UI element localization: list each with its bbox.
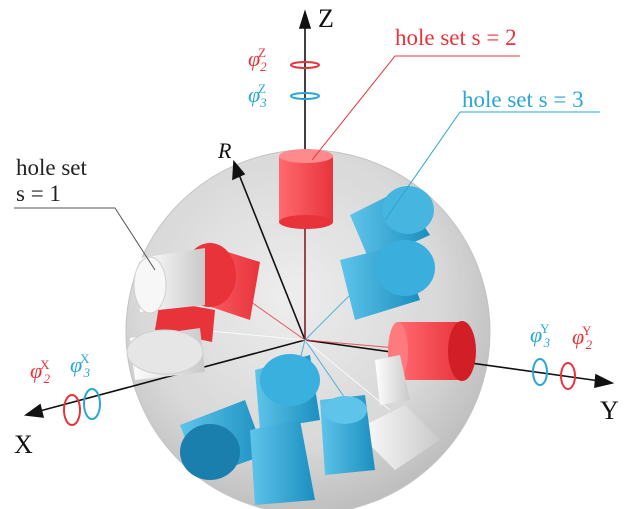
cylinder-red-right — [388, 321, 476, 381]
rotation-arrow-x2 — [63, 394, 81, 426]
r-axis-line — [237, 171, 306, 341]
hole-set-1-label-line1: hole set — [16, 155, 87, 180]
x-axis-label: X — [14, 430, 33, 459]
x-axis-arrow — [23, 403, 45, 418]
rotation-arrow-z3 — [290, 92, 320, 100]
hole-set-2-label: hole set s = 2 — [395, 26, 517, 49]
rotation-arrow-z2 — [290, 61, 320, 69]
phi-2-z-label: φZ2 — [248, 45, 267, 74]
z-axis-label: Z — [318, 4, 334, 33]
x-axis-line — [35, 339, 306, 413]
rotation-arrow-y2 — [560, 362, 576, 390]
rotation-arrow-y3 — [532, 358, 548, 386]
hole-set-2-text: hole set s = 2 — [395, 25, 517, 50]
callout-lines — [14, 55, 600, 271]
z-axis-arrow — [298, 9, 312, 29]
y-axis-arrow — [594, 373, 615, 389]
cylinder-red-top — [279, 149, 333, 229]
rotation-arrow-x3 — [83, 388, 101, 420]
cylinder-blue-group — [180, 186, 435, 505]
r-axis-arrow — [232, 159, 246, 181]
callout-line-s2 — [311, 55, 520, 161]
callout-line-s3 — [384, 111, 600, 221]
callout-line-s1 — [14, 207, 156, 271]
cylinder-white-group — [126, 248, 440, 470]
phi-2-x-label: φX2 — [30, 357, 51, 386]
y-axis-label: Y — [600, 396, 619, 425]
phi-2-y-label: φY2 — [572, 323, 593, 352]
hole-set-1-label-line2: s = 1 — [16, 181, 61, 206]
phi-3-y-label: φY3 — [530, 321, 551, 350]
phi-3-x-label: φX3 — [70, 351, 91, 380]
r-axis-label: R — [218, 138, 232, 163]
hole-set-3-text: hole set s = 3 — [462, 87, 584, 112]
phi-3-z-label: φZ3 — [248, 81, 267, 110]
hole-set-3-label: hole set s = 3 — [462, 88, 584, 111]
